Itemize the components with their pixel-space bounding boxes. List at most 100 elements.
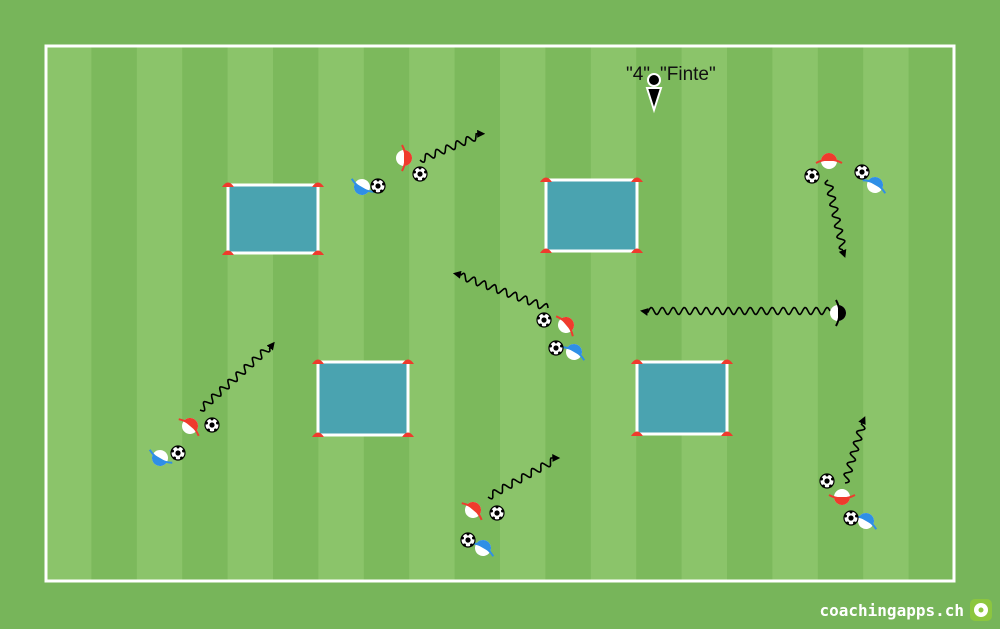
ball-patch (537, 316, 540, 320)
ball-patch (470, 543, 473, 547)
grass-stripe (363, 46, 410, 581)
ball-patch (814, 179, 817, 183)
ball-patch (855, 168, 858, 172)
ball-patch (413, 170, 416, 174)
player-shoulders (828, 494, 856, 500)
ball-patch (807, 179, 810, 183)
player-shoulders (350, 178, 375, 193)
dribble-arrow (452, 270, 549, 310)
ball-patch (860, 164, 864, 168)
ball-patch (418, 166, 422, 170)
coach-icon (645, 73, 663, 114)
player-shoulders (178, 418, 200, 437)
zone-area (635, 360, 729, 436)
ball-patch (554, 340, 558, 344)
ball-patch (849, 510, 853, 514)
ball-patch (499, 516, 502, 520)
ball-patch (180, 456, 183, 460)
cone-icon (540, 177, 552, 182)
blue-player (862, 177, 887, 194)
player-shoulders (815, 158, 843, 164)
ball-patch (864, 175, 867, 179)
logo-text: coachingapps.ch (819, 600, 965, 620)
black-player (830, 299, 846, 327)
training-zone (540, 177, 643, 253)
ball-icon (370, 178, 386, 194)
player-shoulders (862, 179, 887, 194)
blue-player (148, 449, 173, 466)
ball-patch (205, 421, 208, 425)
red-player (178, 418, 200, 437)
zone-area (316, 360, 410, 437)
ball-patch (466, 532, 470, 536)
ball-patch (822, 484, 825, 488)
field-boundary (44, 44, 956, 583)
ball-patch (809, 173, 815, 179)
blue-player (561, 344, 586, 361)
player-shoulders (461, 502, 483, 521)
cone-icon (312, 182, 324, 187)
ball-patch (495, 505, 499, 509)
player-shoulders (401, 144, 407, 172)
ball-patch (207, 428, 210, 432)
red-player (396, 144, 412, 172)
ball-patch (810, 168, 814, 172)
ball-patch (816, 172, 819, 176)
ball-patch (461, 536, 464, 540)
ball-patch (857, 175, 860, 179)
ball-patch (382, 182, 385, 186)
cone-icon (402, 432, 414, 437)
ball-patch (551, 351, 554, 355)
ball-patch (171, 449, 174, 453)
ball-patch (417, 171, 423, 177)
ball-patch (173, 456, 176, 460)
cone-icon (402, 359, 414, 364)
ball-patch (214, 428, 217, 432)
grass-stripe (590, 46, 637, 581)
ball-patch (490, 509, 493, 513)
ball-patch (210, 417, 214, 421)
ball-icon (460, 532, 476, 548)
dribble-arrow (487, 453, 561, 500)
player-shoulders (555, 315, 574, 337)
coach-head (647, 73, 661, 87)
red-player (461, 502, 483, 521)
grass-stripe (772, 46, 819, 581)
cone-icon (312, 359, 324, 364)
ball-patch (472, 536, 475, 540)
cone-icon (222, 182, 234, 187)
ball-icon (412, 166, 428, 182)
ball-patch (558, 351, 561, 355)
cone-icon (631, 359, 643, 364)
ball-patch (546, 323, 549, 327)
grass-stripe (908, 46, 955, 581)
training-zone (312, 359, 414, 437)
soccer-ball-icon (970, 599, 992, 621)
grass-stripe (182, 46, 229, 581)
player-shoulders (148, 449, 173, 464)
red-player (555, 315, 574, 337)
cone-icon (540, 248, 552, 253)
ball-patch (548, 316, 551, 320)
ball-patch (501, 509, 504, 513)
ball-patch (805, 172, 808, 176)
ball-icon (819, 473, 835, 489)
ball-icon (536, 312, 552, 328)
dribble-arrow (843, 416, 866, 484)
ball-patch (373, 189, 376, 193)
ball-icon (204, 417, 220, 433)
cone-icon (631, 431, 643, 436)
player-shoulders (835, 299, 841, 327)
ball-patch (182, 449, 185, 453)
red-player (828, 489, 856, 505)
ball-patch (560, 344, 563, 348)
ball-patch (820, 477, 823, 481)
ball-patch (825, 473, 829, 477)
grass-stripe (545, 46, 592, 581)
ball-patch (829, 484, 832, 488)
ball-patch (824, 478, 830, 484)
ball-patch (209, 422, 215, 428)
ball-patch (422, 177, 425, 181)
cone-icon (721, 359, 733, 364)
